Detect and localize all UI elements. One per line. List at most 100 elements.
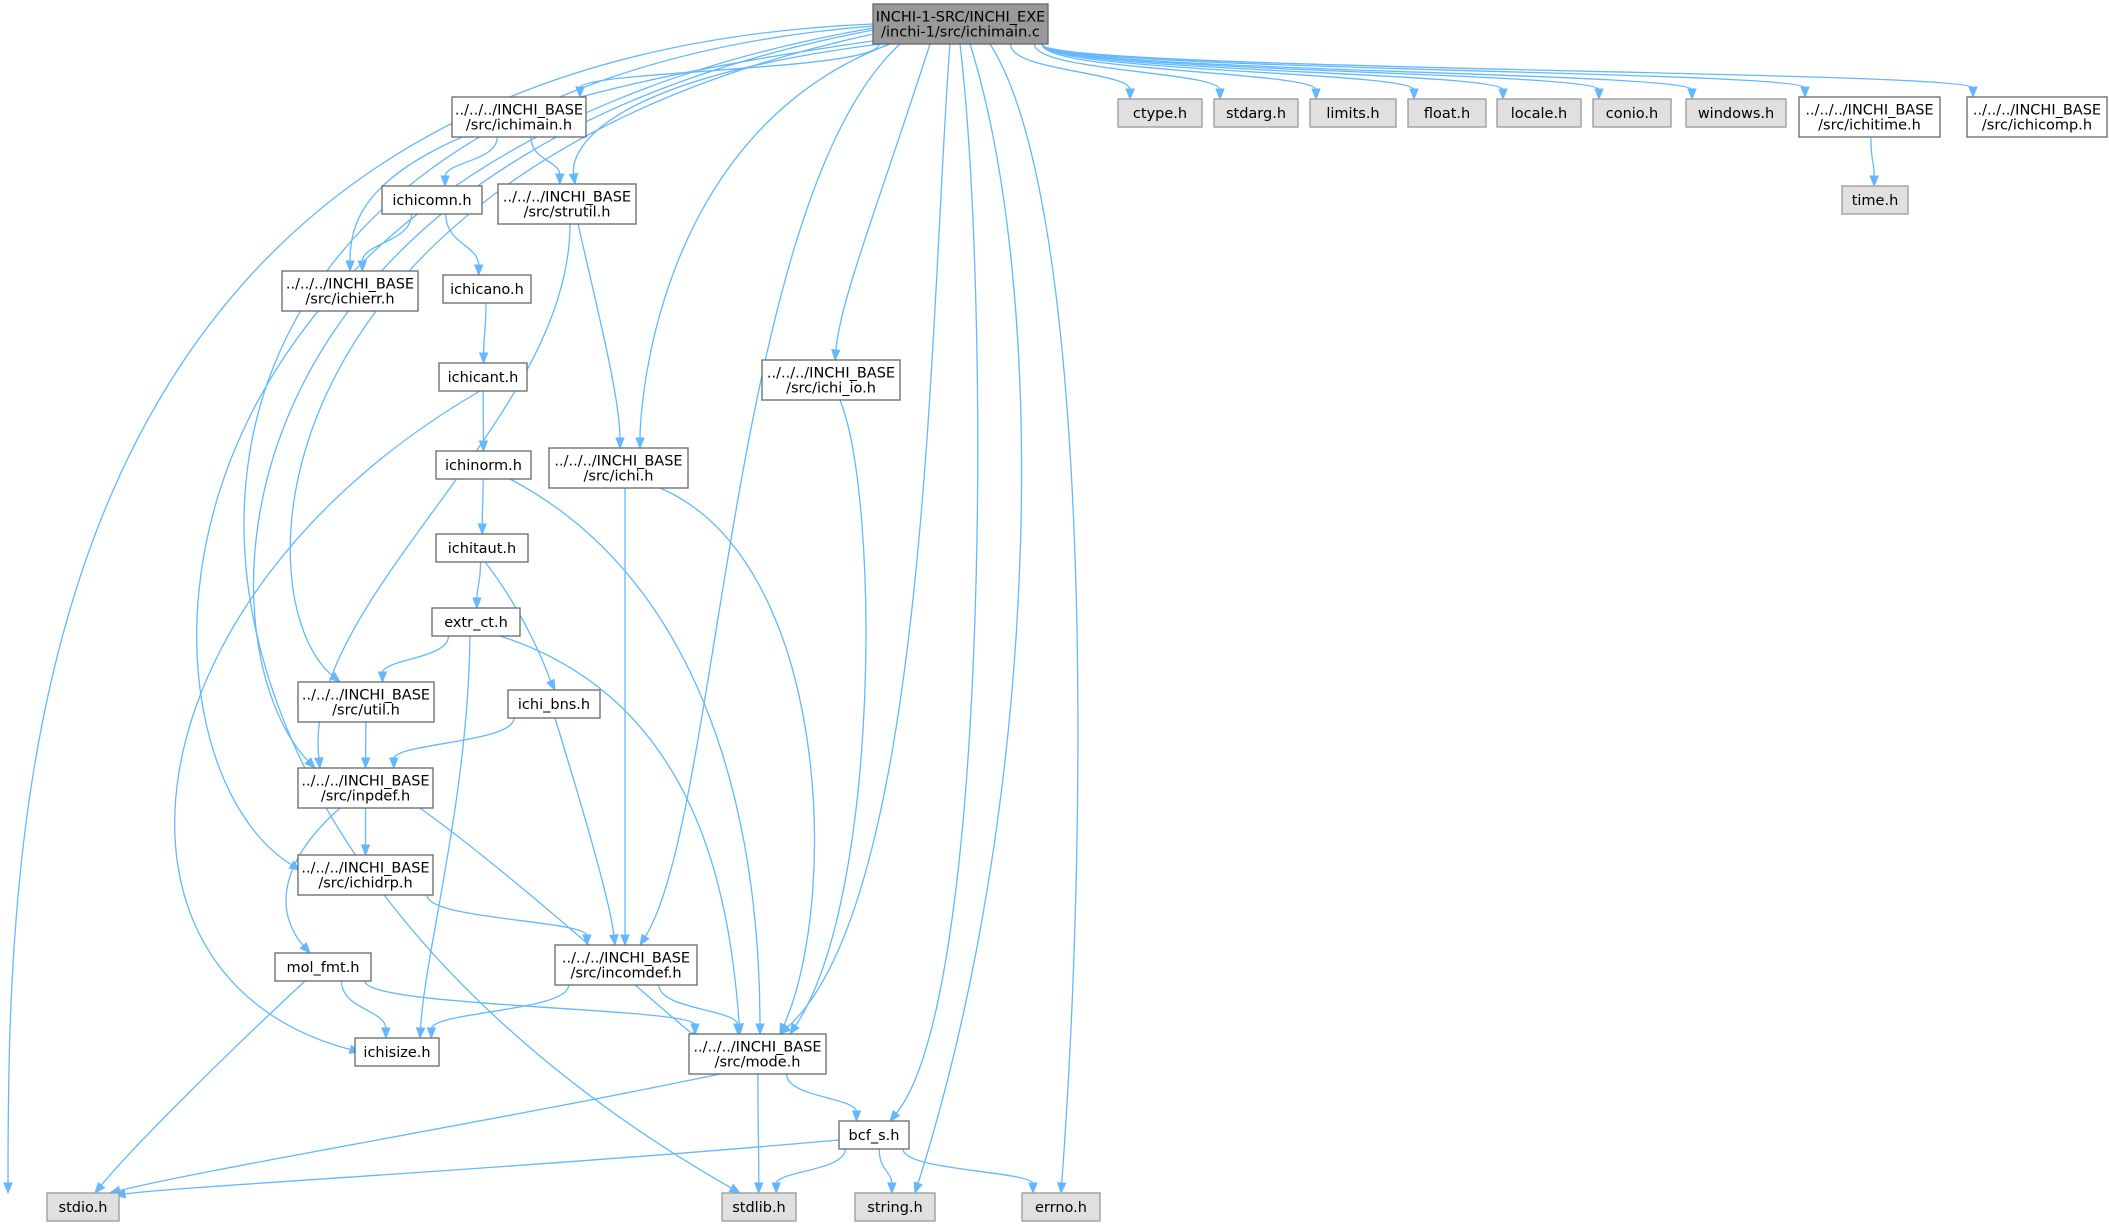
edge-strutil-h-to-ichi-h-arrowhead xyxy=(615,437,625,450)
edge-root-to-windows-h xyxy=(1041,43,1693,91)
edge-ichicomn-h-to-ichicano-h xyxy=(445,213,480,267)
node-box xyxy=(721,1192,797,1222)
edge-bcf-s-h-to-stdio-h xyxy=(123,1139,840,1195)
node-ichicano-h[interactable]: ichicano.h xyxy=(442,274,532,304)
node-label: stdarg.h xyxy=(1226,106,1286,122)
edge-root-to-string-h-arrowhead xyxy=(913,1181,923,1195)
node-ichi-h[interactable]: ../../../INCHI_BASE/src/ichi.h xyxy=(548,447,689,489)
node-label: /src/strutil.h xyxy=(524,205,611,221)
edge-mol-fmt-h-to-ichisize-h-arrowhead xyxy=(381,1027,391,1040)
edge-ichicano-h-to-ichicant-h-arrowhead xyxy=(478,352,489,365)
edge-mode-h-to-bcf-s-h xyxy=(785,1073,858,1113)
edge-extr-ct-h-to-ichisize-h-arrowhead xyxy=(415,1027,426,1040)
node-ichicomn-h[interactable]: ichicomn.h xyxy=(381,185,483,215)
edge-root-to-errno-h-arrowhead xyxy=(1057,1182,1067,1195)
edge-ichi-io-h-to-mode-h xyxy=(794,399,867,1027)
edge-bcf-s-h-to-stdio-h-arrowhead xyxy=(113,1189,126,1199)
edge-ichi-bns-h-to-incomdef-h-arrowhead xyxy=(609,934,619,947)
edge-root-to-incomdef-h-arrowhead xyxy=(639,933,650,947)
edge-root-to-errno-h xyxy=(989,43,1079,1185)
edge-root-to-ctype-h xyxy=(1009,43,1131,91)
edge-root-to-strutil-h-arrowhead xyxy=(568,172,579,186)
node-box xyxy=(1213,98,1299,128)
node-label: ichicano.h xyxy=(450,282,524,298)
node-root[interactable]: INCHI-1-SRC/INCHI_EXE/inchi-1/src/ichima… xyxy=(872,3,1049,45)
node-ichisize-h[interactable]: ichisize.h xyxy=(354,1037,440,1067)
node-label: locale.h xyxy=(1511,106,1568,122)
node-box xyxy=(46,1192,120,1222)
edge-root-to-ichicomp-h-arrowhead xyxy=(1968,86,1978,99)
edge-ichinorm-h-to-ichitaut-h-arrowhead xyxy=(477,523,487,536)
node-util-h[interactable]: ../../../INCHI_BASE/src/util.h xyxy=(297,681,435,723)
edge-root-to-string-h xyxy=(917,43,1023,1185)
edge-root-to-limits-h-arrowhead xyxy=(1311,88,1321,101)
edge-mol-fmt-h-to-ichisize-h xyxy=(340,980,387,1030)
edge-ichitime-h-to-time-h-arrowhead xyxy=(1869,175,1879,188)
edges-layer xyxy=(3,23,1978,1199)
node-label: float.h xyxy=(1424,106,1470,122)
edge-mol-fmt-h-to-stdio-h xyxy=(100,980,306,1187)
node-label: extr_ct.h xyxy=(444,615,508,631)
node-label: stdlib.h xyxy=(732,1200,786,1216)
edge-mode-h-to-stdio-h xyxy=(118,1073,721,1192)
edge-mode-h-to-stdlib-h xyxy=(757,1073,760,1185)
node-label: ctype.h xyxy=(1133,106,1187,122)
node-bcf-s-h[interactable]: bcf_s.h xyxy=(838,1120,910,1150)
node-label: /src/mode.h xyxy=(715,1055,801,1071)
edge-root-to-windows-h-arrowhead xyxy=(1687,88,1697,101)
node-extr-ct-h[interactable]: extr_ct.h xyxy=(431,607,521,637)
node-label: INCHI-1-SRC/INCHI_EXE xyxy=(876,10,1046,26)
node-ichicant-h[interactable]: ichicant.h xyxy=(438,362,528,392)
node-label: /src/util.h xyxy=(332,703,400,719)
edge-incomdef-h-to-mode-h xyxy=(658,984,739,1026)
node-box xyxy=(838,1120,910,1150)
node-ichitime-h[interactable]: ../../../INCHI_BASE/src/ichitime.h xyxy=(1798,96,1941,138)
node-inpdef-h[interactable]: ../../../INCHI_BASE/src/inpdef.h xyxy=(297,767,434,809)
node-label: /src/ichierr.h xyxy=(305,292,394,308)
node-box xyxy=(761,359,901,401)
node-label: errno.h xyxy=(1035,1200,1087,1216)
node-label: ../../../INCHI_BASE xyxy=(767,366,895,382)
edge-root-to-ichidrp-h xyxy=(196,27,874,866)
node-time-h: time.h xyxy=(1841,185,1909,215)
node-ichierr-h[interactable]: ../../../INCHI_BASE/src/ichierr.h xyxy=(281,270,419,312)
node-mol-fmt-h[interactable]: mol_fmt.h xyxy=(274,952,372,982)
node-box xyxy=(1798,96,1941,138)
edge-ichinorm-h-to-ichitaut-h xyxy=(481,478,484,526)
node-ichitaut-h[interactable]: ichitaut.h xyxy=(435,533,529,563)
edge-ichitaut-h-to-extr-ct-h xyxy=(476,561,482,600)
node-limits-h: limits.h xyxy=(1309,98,1397,128)
edge-root-to-strutil-h xyxy=(572,43,881,176)
edge-mol-fmt-h-to-mode-h-arrowhead xyxy=(690,1023,700,1036)
node-box xyxy=(451,96,587,138)
edge-root-to-stdio-h xyxy=(7,23,874,1185)
edge-mol-fmt-h-to-mode-h xyxy=(364,980,696,1026)
node-ichi-io-h[interactable]: ../../../INCHI_BASE/src/ichi_io.h xyxy=(761,359,901,401)
edge-root-to-float-h xyxy=(1041,43,1415,91)
edge-root-to-locale-h-arrowhead xyxy=(1498,88,1508,101)
node-incomdef-h[interactable]: ../../../INCHI_BASE/src/incomdef.h xyxy=(554,944,698,986)
node-ichimain-h[interactable]: ../../../INCHI_BASE/src/ichimain.h xyxy=(451,96,587,138)
edge-bcf-s-h-to-string-h xyxy=(878,1148,893,1185)
edge-mode-h-to-stdlib-h-arrowhead xyxy=(754,1182,764,1195)
node-box xyxy=(1592,98,1672,128)
node-box xyxy=(1407,98,1487,128)
node-mode-h[interactable]: ../../../INCHI_BASE/src/mode.h xyxy=(688,1033,827,1075)
edge-root-to-float-h-arrowhead xyxy=(1409,88,1419,101)
edge-root-to-inpdef-h xyxy=(252,29,874,763)
edge-root-to-conio-h-arrowhead xyxy=(1594,88,1604,101)
node-strutil-h[interactable]: ../../../INCHI_BASE/src/strutil.h xyxy=(497,183,637,225)
node-box xyxy=(281,270,419,312)
node-label: ../../../INCHI_BASE xyxy=(554,454,682,470)
node-ichinorm-h[interactable]: ichinorm.h xyxy=(435,450,532,480)
node-ichi-bns-h[interactable]: ichi_bns.h xyxy=(507,689,601,719)
node-ichidrp-h[interactable]: ../../../INCHI_BASE/src/ichidrp.h xyxy=(297,854,434,896)
node-label: mol_fmt.h xyxy=(287,960,360,976)
node-ichicomp-h[interactable]: ../../../INCHI_BASE/src/ichicomp.h xyxy=(1966,96,2108,138)
edge-ichinorm-h-to-mode-h xyxy=(509,478,761,1026)
edge-root-to-ctype-h-arrowhead xyxy=(1125,88,1135,101)
edge-root-to-inpdef-h-arrowhead xyxy=(304,757,316,769)
edge-bcf-s-h-to-string-h-arrowhead xyxy=(887,1182,897,1195)
edge-ichimain-h-to-ichicomn-h xyxy=(444,136,498,178)
